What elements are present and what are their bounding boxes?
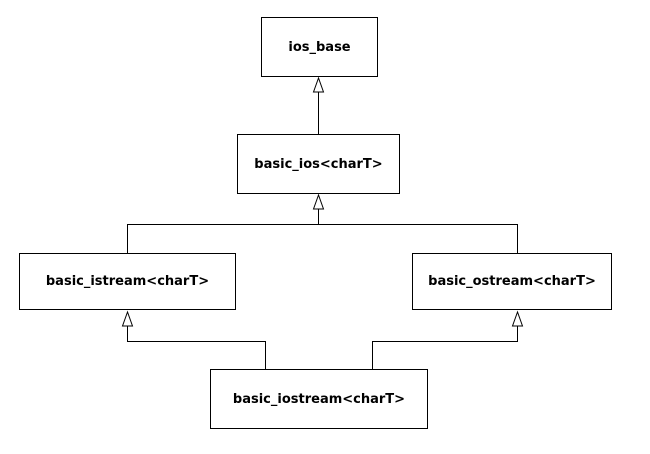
inheritance-arrowhead-basic-ostream xyxy=(511,310,524,327)
edge-basic-iostream-to-basic-istream xyxy=(127,326,266,369)
class-label-basic-ostream: basic_ostream<charT> xyxy=(428,274,596,289)
inheritance-arrowhead-basic-ios xyxy=(312,193,325,210)
inheritance-arrowhead-basic-istream xyxy=(121,310,134,327)
class-box-ios-base: ios_base xyxy=(261,17,378,77)
class-label-basic-ios: basic_ios<charT> xyxy=(254,156,383,172)
edge-basic-iostream-to-basic-ostream xyxy=(372,326,518,369)
inheritance-arrowhead-ios-base xyxy=(312,76,325,93)
class-label-ios-base: ios_base xyxy=(288,39,351,55)
class-box-basic-iostream: basic_iostream<charT> xyxy=(210,369,428,429)
class-box-basic-istream: basic_istream<charT> xyxy=(19,253,236,310)
class-label-basic-istream: basic_istream<charT> xyxy=(45,274,210,289)
class-box-basic-ios: basic_ios<charT> xyxy=(237,134,400,194)
class-box-basic-ostream: basic_ostream<charT> xyxy=(412,253,612,310)
class-label-basic-iostream: basic_iostream<charT> xyxy=(232,391,406,407)
